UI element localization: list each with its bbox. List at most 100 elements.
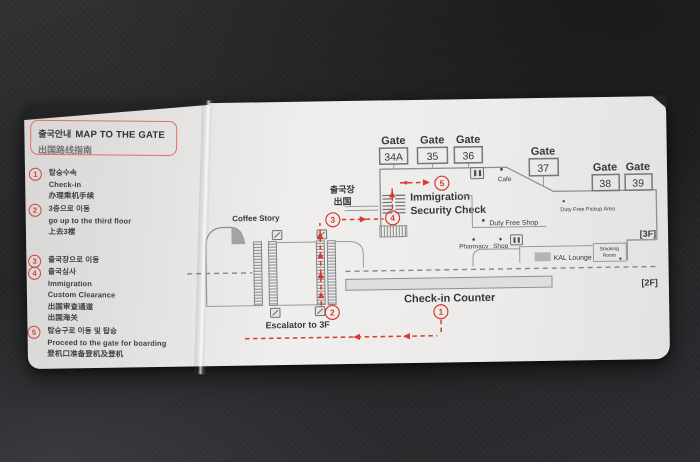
route-marker-4: 4 [385, 210, 401, 226]
immigration-wall [461, 195, 547, 229]
step-line: go up to the third floor [48, 215, 132, 226]
label-escalator: Escalator to 3F [265, 319, 330, 330]
hall-right-wall [472, 248, 520, 267]
gate-number: 39 [632, 178, 644, 189]
label-checkin-counter: Check-in Counter [404, 292, 496, 305]
escalator-bars [253, 240, 337, 307]
step-number-badge: 1 [28, 167, 42, 181]
escalator-icon [269, 307, 281, 318]
step-line: 登机口准备登机及登机 [47, 349, 124, 359]
step-line: 上去3楼 [48, 227, 76, 237]
gate-label: Gate [593, 161, 618, 173]
step-line: 出国海关 [47, 313, 79, 323]
gate-label: Gate [420, 134, 445, 146]
step-line: 탑승구로 이동 및 탑승 [47, 325, 118, 336]
location-dot [481, 219, 485, 222]
title-korean: 출국안내 [38, 128, 72, 140]
label-coffee-story: Coffee Story [232, 214, 280, 224]
label-duty-free-pickup: Duty Free Pickup Area [560, 206, 616, 213]
kal-lounge-box [534, 252, 551, 262]
corridor-bottom-wall [206, 305, 255, 307]
gate-number: 38 [599, 179, 611, 190]
escalator-icon [271, 230, 283, 241]
gate-35: Gate 35 [416, 134, 449, 165]
gate-39: Gate 39 [624, 161, 653, 192]
label-security-check: Security Check [410, 205, 486, 217]
kal-lounge-wall [519, 245, 593, 263]
gate-number: 36 [462, 151, 474, 162]
step-line: 출국장으로 이동 [48, 254, 100, 265]
step-line: 出国审查通道 [47, 301, 94, 312]
label-shop: Shop [493, 243, 509, 250]
restroom-icon [470, 167, 485, 180]
label-pharmacy: Pharmacy [459, 243, 489, 250]
escalator-connectors [276, 241, 318, 306]
label-cafe: Cafe [498, 176, 512, 183]
location-dot [499, 237, 502, 241]
step-line: 탑승수속 [48, 167, 77, 178]
route-marker-3: 3 [325, 212, 341, 228]
gate-label: Gate [531, 146, 556, 158]
checkin-hall-wall [335, 240, 364, 268]
gate-number: 34A [384, 152, 403, 163]
queue-lines [344, 205, 379, 212]
gate-number: 35 [427, 152, 439, 163]
step-line: Proceed to the gate for boarding [47, 337, 167, 348]
label-departure-kr: 출국장 [330, 184, 356, 195]
location-dot [472, 238, 475, 241]
svg-text:2: 2 [330, 307, 335, 317]
route-marker-1: 1 [433, 304, 449, 320]
gate-34A: Gate 34A [378, 135, 409, 165]
security-walkway [379, 225, 408, 238]
route-path [245, 179, 442, 341]
gate-38: Gate 38 [591, 161, 621, 192]
gate-connectors [393, 162, 545, 186]
step-line: 출국심사 [47, 266, 77, 277]
step-number-badge: 5 [27, 325, 41, 339]
label-2f: [2F] [641, 277, 658, 287]
gate-label: Gate [456, 134, 481, 146]
label-3f: [3F] [640, 229, 657, 239]
step-4: 4 출국심사 Immigration Custom Clearance 出国审查… [27, 266, 116, 325]
step-line: Immigration [47, 278, 92, 288]
gate-36: Gate 36 [453, 134, 484, 164]
restroom-icon [509, 234, 524, 246]
route-marker-5: 5 [434, 175, 450, 191]
page-title: MAP TO THE GATE [75, 129, 165, 141]
svg-text:3: 3 [330, 215, 335, 225]
gate-label: Gate [626, 161, 651, 173]
coffee-story-counter [231, 227, 245, 245]
label-duty-free-shop: Duty Free Shop [489, 220, 538, 228]
step-number-badge: 2 [28, 203, 42, 217]
step-number-badge: 4 [27, 266, 42, 280]
step-1: 1 탑승수속 Check-in 办理乘机手续 [28, 167, 95, 202]
step-line: Custom Clearance [47, 290, 116, 300]
floor-divider-right [345, 265, 659, 273]
location-dot [619, 257, 622, 260]
security-gates-icon [382, 194, 406, 214]
svg-text:1: 1 [438, 307, 443, 317]
airport-map: Gate 34A Gate 35 Gate 36 Gate 37 Gate [187, 134, 659, 341]
location-dot [500, 167, 503, 171]
title-chinese: 出国路线指南 [38, 144, 93, 156]
label-smoking-1: Smoking [600, 246, 620, 252]
label-smoking-2: Room [603, 253, 616, 259]
escalator-icon [314, 306, 326, 317]
label-immigration: Immigration [410, 192, 470, 204]
checkin-counter-bar [345, 275, 553, 291]
step-5: 5 탑승구로 이동 및 탑승 Proceed to the gate for b… [27, 325, 166, 361]
ticket-sleeve-map: Gate 34A Gate 35 Gate 36 Gate 37 Gate [24, 96, 671, 374]
location-dot [562, 200, 565, 203]
route-marker-2: 2 [324, 304, 340, 321]
svg-text:5: 5 [439, 178, 444, 188]
gate-label: Gate [381, 135, 406, 147]
step-2: 2 3층으로 이동 go up to the third floor 上去3楼 [28, 203, 131, 239]
label-departure-cn: 出国 [333, 196, 351, 207]
step-line: Check-in [48, 179, 82, 189]
step-line: 办理乘机手续 [48, 191, 95, 201]
gate-37: Gate 37 [528, 146, 560, 177]
label-kal-lounge: KAL Lounge [554, 255, 592, 263]
